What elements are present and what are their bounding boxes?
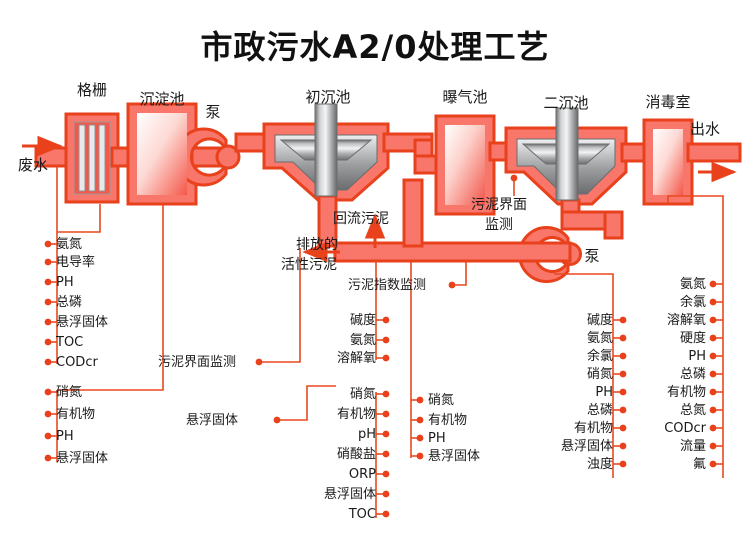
leader-sludge-index xyxy=(452,262,467,286)
annotation-sludge-interface-mid-line2: 监测 xyxy=(485,217,513,233)
leader-influent-top xyxy=(57,204,101,233)
outlet-label: 出水 xyxy=(690,120,721,138)
param-item: PH xyxy=(595,385,613,400)
bullet-suspended-solids-left xyxy=(273,416,281,424)
param-item: 总磷 xyxy=(56,295,83,310)
sedimentation-interior xyxy=(137,113,187,195)
param-item: pH xyxy=(357,427,376,442)
unit-label-pump-2: 泵 xyxy=(584,247,600,265)
param-item: 有机物 xyxy=(666,385,706,400)
param-item: 有机物 xyxy=(428,413,468,428)
leader-eff-up xyxy=(667,195,724,282)
param-item: 浊度 xyxy=(586,457,613,472)
param-item: 硝氮 xyxy=(56,385,83,400)
pipe-sc-sludge-down2 xyxy=(603,210,624,240)
param-item: CODcr xyxy=(664,421,706,436)
param-item: TOC xyxy=(348,507,376,522)
param-item: PH xyxy=(428,431,446,446)
param-item: 硬度 xyxy=(679,331,706,346)
param-item: 悬浮固体 xyxy=(56,451,109,466)
bullet-sludge-interface-mid xyxy=(510,174,518,182)
param-item: 碱度 xyxy=(349,313,376,328)
param-item: 有机物 xyxy=(56,407,96,422)
aeration-interior xyxy=(445,125,485,205)
pipe-return-riser xyxy=(402,178,424,248)
param-item: PH xyxy=(56,275,74,290)
param-item: 硝氮 xyxy=(349,387,376,402)
param-item: 余氯 xyxy=(586,349,613,364)
param-item: 氨氮 xyxy=(586,331,613,346)
leader-suspended-solids-left xyxy=(277,385,336,421)
unit-pump1-body xyxy=(174,127,228,187)
param-item: 氨氮 xyxy=(56,237,83,252)
unit-pump2-body xyxy=(518,226,570,283)
param-item: 有机物 xyxy=(336,407,376,422)
pipe-effluent xyxy=(686,142,742,163)
inlet-label: 废水 xyxy=(18,156,49,174)
param-item: 总磷 xyxy=(586,403,613,418)
param-item: TOC xyxy=(56,335,84,350)
unit-pump1-hub xyxy=(215,144,241,170)
leader-sed-top xyxy=(57,204,164,391)
bullet-sludge-interface-left xyxy=(255,358,263,366)
param-item: 悬浮固体 xyxy=(560,439,613,454)
unit-label-disinfection-room: 消毒室 xyxy=(645,93,691,111)
unit-label-grating: 格栅 xyxy=(76,81,107,99)
annotation-suspended-solids-left: 悬浮固体 xyxy=(186,413,239,428)
param-item: 总磷 xyxy=(679,367,706,382)
param-item: 碱度 xyxy=(586,313,613,328)
param-item: 悬浮固体 xyxy=(428,449,481,464)
flow-arrows xyxy=(22,135,737,263)
bullet-dots xyxy=(44,174,717,518)
unit-label-aeration-tank: 曝气池 xyxy=(442,88,488,106)
param-item: PH xyxy=(56,429,74,444)
annotation-discharged-sludge-line2: 活性污泥 xyxy=(281,257,337,273)
unit-label-primary-clarifier: 初沉池 xyxy=(305,88,351,106)
pc-center-shaft xyxy=(314,103,338,197)
param-item: 悬浮固体 xyxy=(323,487,376,502)
grating-bars xyxy=(78,124,106,192)
annotation-sludge-index-monitoring: 污泥指数监测 xyxy=(348,278,427,293)
annotation-sludge-interface-mid-line1: 污泥界面 xyxy=(471,197,527,213)
param-item: PH xyxy=(688,349,706,364)
param-item: 硝酸盐 xyxy=(336,447,376,462)
annotation-discharged-sludge-line1: 排放的 xyxy=(296,237,338,253)
sc-center-shaft xyxy=(555,107,579,201)
param-item: 硝氮 xyxy=(428,393,455,408)
param-item: 氨氮 xyxy=(679,277,706,292)
disinfection-interior xyxy=(653,129,683,195)
param-item: 氟 xyxy=(692,457,706,472)
leader-sc-up xyxy=(554,273,614,318)
param-item: 溶解氧 xyxy=(336,351,376,366)
leader-sludge-interface-left xyxy=(259,248,301,363)
param-item: 硝氮 xyxy=(586,367,613,382)
param-item: 悬浮固体 xyxy=(56,315,109,330)
param-item: ORP xyxy=(348,467,376,482)
page-title: 市政污水A2/0处理工艺 xyxy=(200,28,550,66)
param-item: 氨氮 xyxy=(349,333,376,348)
annotation-sludge-interface-left: 污泥界面监测 xyxy=(158,355,237,370)
param-item: CODcr xyxy=(56,355,98,370)
param-item: 总氮 xyxy=(679,403,706,418)
param-item: 电导率 xyxy=(56,255,96,270)
unit-label-secondary-clarifier: 二沉池 xyxy=(543,94,589,112)
bullet-sludge-index xyxy=(448,281,456,289)
pipe-return-trunk xyxy=(333,241,572,263)
param-item: 有机物 xyxy=(573,421,613,436)
annotation-return-sludge: 回流污泥 xyxy=(333,211,389,227)
param-item: 余氯 xyxy=(679,295,706,310)
unit-label-pump-1: 泵 xyxy=(205,103,221,121)
unit-label-sedimentation-tank: 沉淀池 xyxy=(139,90,185,108)
param-item: 流量 xyxy=(679,439,706,454)
param-item: 溶解氧 xyxy=(666,313,706,328)
